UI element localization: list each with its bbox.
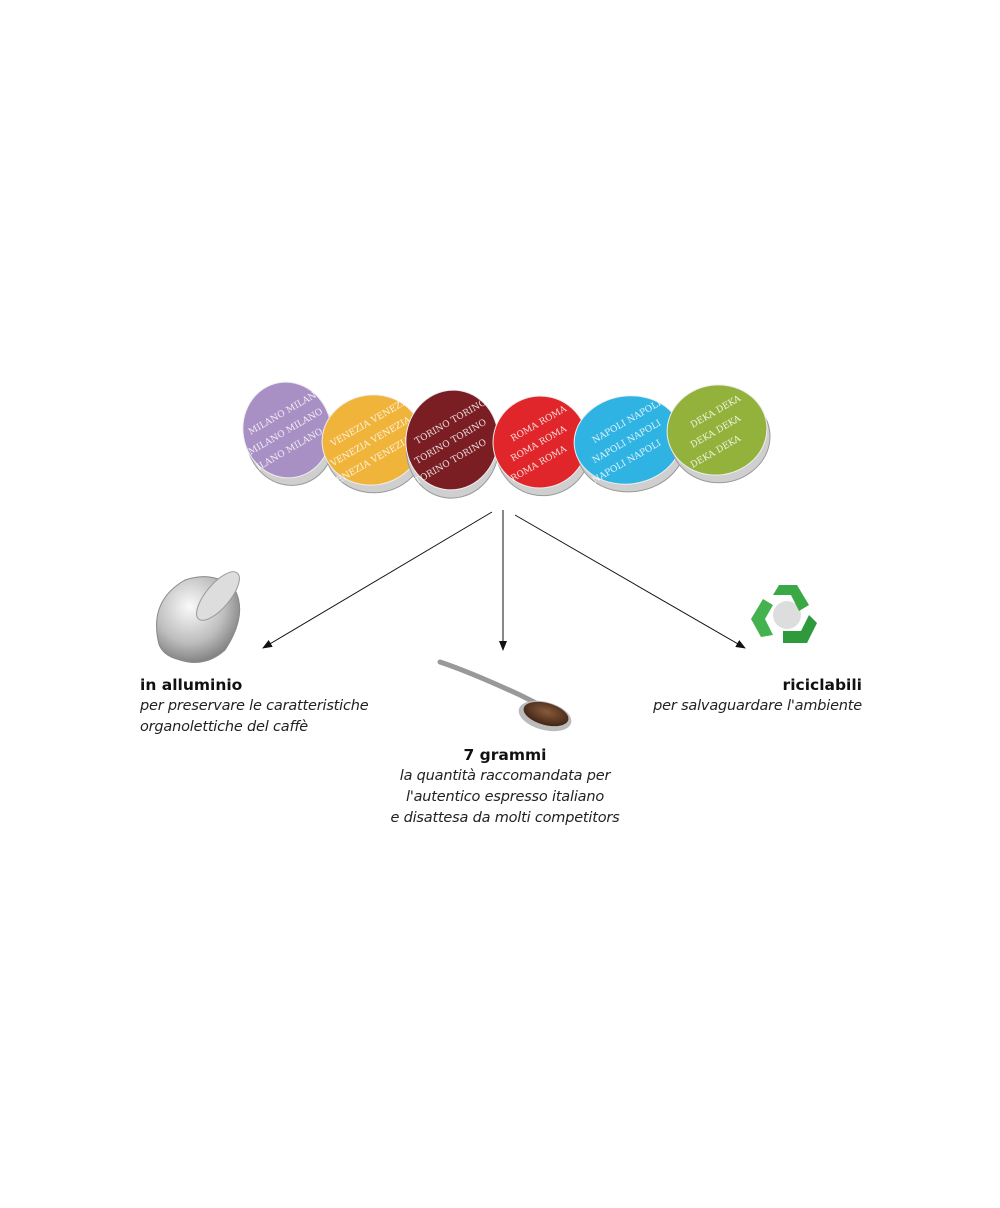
feature-description: per salvaguardare l'ambiente — [653, 698, 862, 714]
arrow-left — [262, 511, 493, 649]
feature-description: l'autentico espresso italiano — [405, 789, 604, 805]
recycle-icon — [751, 585, 817, 643]
coffee-spoon-icon — [437, 659, 572, 732]
feature-description: per preservare le caratteristiche — [140, 698, 369, 714]
feature-description: e disattesa da molti competitors — [390, 810, 620, 826]
feature-title: 7 grammi — [463, 746, 547, 764]
feature-recyclable: riciclabili per salvaguardare l'ambiente — [560, 675, 862, 717]
feature-grams: 7 grammi la quantità raccomandata per l'… — [355, 745, 655, 829]
feature-aluminium: in alluminio per preservare le caratteri… — [140, 675, 369, 738]
aluminium-capsule-icon — [156, 571, 241, 663]
feature-title: riciclabili — [782, 676, 862, 694]
arrow-right — [514, 514, 746, 649]
feature-description: la quantità raccomandata per — [399, 768, 611, 784]
feature-description: organolettiche del caffè — [140, 719, 308, 735]
feature-title: in alluminio — [140, 676, 243, 694]
